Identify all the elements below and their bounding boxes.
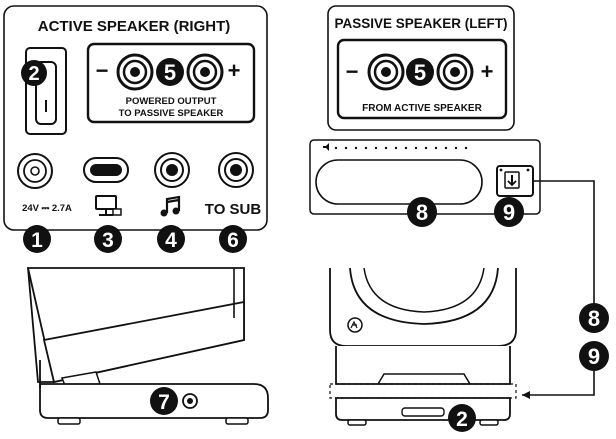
side-callout-8: 8 <box>579 303 609 333</box>
music-note-icon <box>160 195 181 217</box>
passive-speaker-panel: PASSIVE SPEAKER (LEFT) − + 5 FROM ACTIVE… <box>327 5 515 131</box>
svg-text:7: 7 <box>158 391 170 414</box>
bluetooth-pair-icon[interactable] <box>496 165 534 197</box>
speaker-front-view <box>329 267 517 426</box>
callout-4: 4 <box>157 225 185 253</box>
callout-2: 2 <box>21 60 47 86</box>
passive-callout-5: 5 <box>406 58 434 86</box>
usb-c-port[interactable] <box>83 157 129 183</box>
passive-plus-sign: + <box>481 59 494 84</box>
minus-sign: − <box>96 58 109 83</box>
power-input-jack[interactable] <box>17 153 53 189</box>
passive-minus-sign: − <box>346 59 359 84</box>
to-sub-label: TO SUB <box>205 201 262 218</box>
highlight-box <box>329 383 517 399</box>
powered-output-label-1: POWERED OUTPUT <box>126 96 217 107</box>
computer-icon <box>95 195 122 216</box>
active-panel-title: ACTIVE SPEAKER (RIGHT) <box>38 18 231 35</box>
svg-text:9: 9 <box>588 344 600 369</box>
callout-6: 6 <box>219 225 247 253</box>
callout-3: 3 <box>94 225 122 253</box>
svg-text:5: 5 <box>164 60 176 85</box>
speaker-side-view <box>27 267 269 425</box>
callout-1: 1 <box>23 225 51 253</box>
from-active-label: FROM ACTIVE SPEAKER <box>362 103 482 114</box>
volume-icon <box>323 143 329 151</box>
svg-text:4: 4 <box>165 229 177 252</box>
sub-output-jack[interactable] <box>218 152 254 188</box>
gain-slot[interactable] <box>315 159 483 205</box>
negative-terminal[interactable] <box>116 53 154 91</box>
callout-8: 8 <box>407 197 437 227</box>
headphone-jack[interactable] <box>182 393 198 409</box>
logo-mark <box>347 317 363 333</box>
power-rating-label: 24V ⎓ 2.7A <box>22 203 72 214</box>
passive-positive-terminal[interactable] <box>436 53 474 91</box>
connector-line <box>522 180 595 399</box>
aux-input-jack[interactable] <box>154 152 190 188</box>
svg-text:9: 9 <box>503 200 515 225</box>
powered-output-label-2: TO PASSIVE SPEAKER <box>119 108 224 119</box>
passive-panel-title: PASSIVE SPEAKER (LEFT) <box>334 16 507 31</box>
svg-text:3: 3 <box>102 229 114 252</box>
callout-9: 9 <box>494 197 524 227</box>
passive-negative-terminal[interactable] <box>367 53 405 91</box>
active-speaker-panel: ACTIVE SPEAKER (RIGHT) − + <box>3 5 268 231</box>
svg-text:8: 8 <box>588 306 600 331</box>
positive-terminal[interactable] <box>186 53 224 91</box>
front-callout-2: 2 <box>448 404 476 432</box>
callout-7: 7 <box>150 387 178 415</box>
svg-text:5: 5 <box>414 60 426 85</box>
svg-text:1: 1 <box>31 229 43 252</box>
side-callout-9: 9 <box>579 341 609 371</box>
plus-sign: + <box>228 58 241 83</box>
front-control-bar <box>309 139 541 215</box>
svg-text:8: 8 <box>416 200 428 225</box>
svg-text:2: 2 <box>28 63 39 85</box>
svg-text:2: 2 <box>456 408 468 431</box>
callout-5: 5 <box>156 58 184 86</box>
volume-dots <box>334 146 468 150</box>
svg-text:6: 6 <box>227 229 239 252</box>
powered-output-box: − + 5 POWERED OUTPUT TO PASSIVE SPEAKER <box>86 42 256 124</box>
